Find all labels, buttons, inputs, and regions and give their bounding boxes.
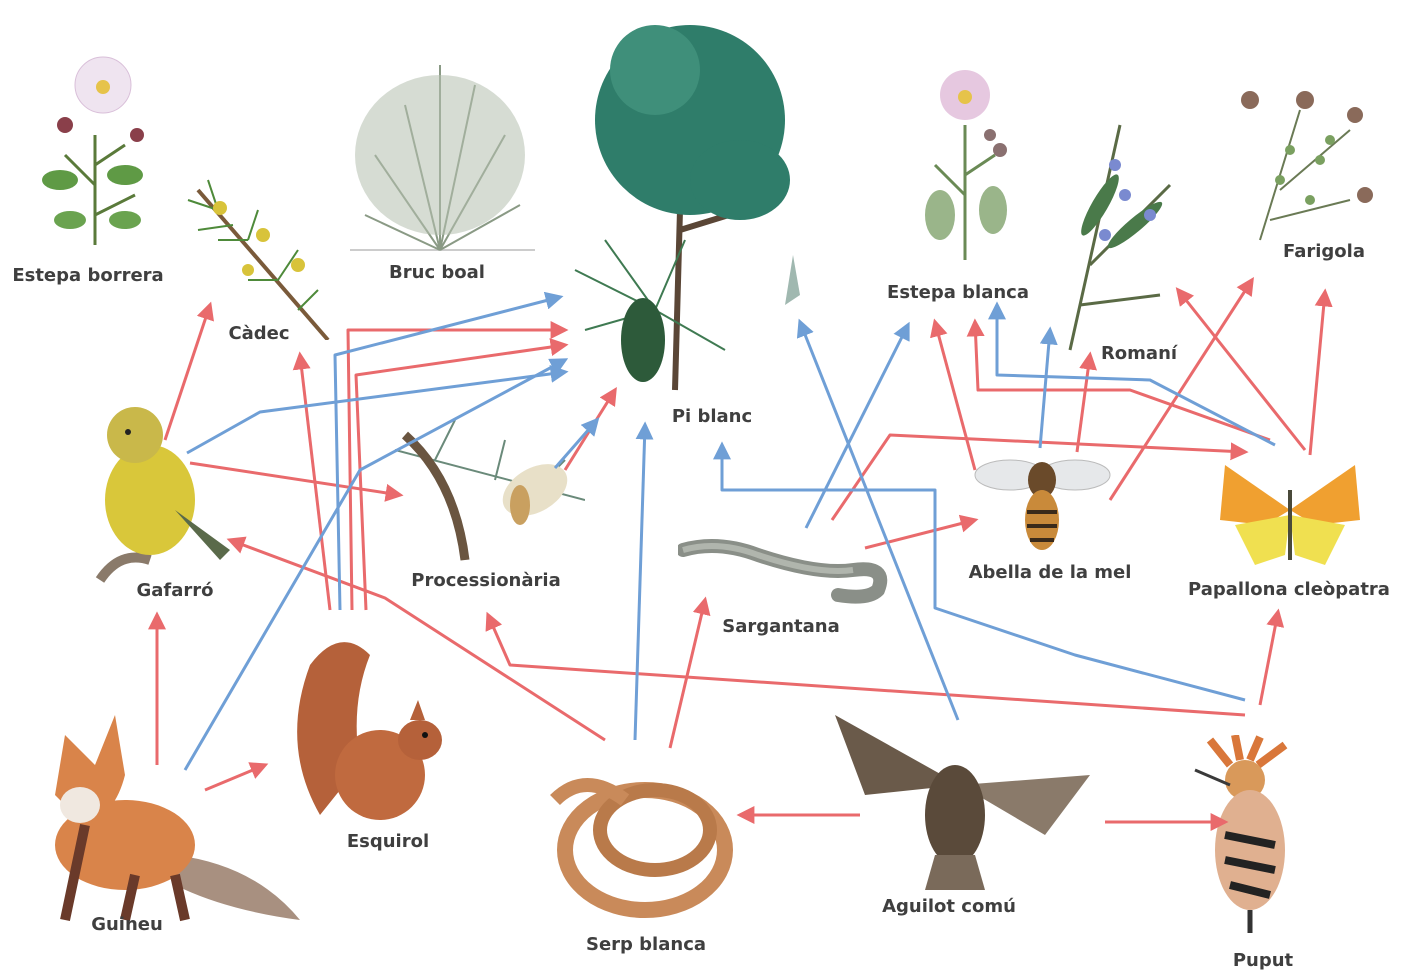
label-gafarro: Gafarró: [136, 580, 213, 601]
label-abella: Abella de la mel: [969, 562, 1132, 583]
red-arrow-1: [190, 463, 400, 495]
red-arrow-9: [670, 600, 705, 748]
red-arrow-0: [165, 305, 210, 440]
red-arrow-15: [1260, 612, 1278, 705]
label-farigola: Farigola: [1283, 241, 1365, 262]
label-roma: Romaní: [1101, 343, 1177, 364]
red-arrow-20: [1310, 292, 1325, 455]
red-arrow-16: [935, 322, 975, 470]
blue-arrow-23: [335, 297, 560, 610]
label-serp: Serp blanca: [586, 934, 706, 955]
blue-arrow-28: [806, 325, 908, 528]
red-arrow-13: [832, 435, 1245, 520]
label-sargantana: Sargantana: [722, 616, 840, 637]
label-puput: Puput: [1233, 950, 1293, 971]
red-arrow-4: [205, 765, 265, 790]
label-estepa-blanca: Estepa blanca: [887, 282, 1029, 303]
blue-arrow-22: [187, 372, 565, 453]
label-estepa-borrera: Estepa borrera: [12, 265, 163, 286]
blue-arrow-26: [635, 425, 645, 740]
label-aguilot: Aguilot comú: [882, 896, 1016, 917]
label-guineu: Guineu: [91, 914, 163, 935]
red-arrow-14: [488, 615, 1245, 715]
label-cadec: Càdec: [228, 323, 289, 344]
red-arrow-17: [1077, 355, 1090, 452]
label-bruc-boal: Bruc boal: [389, 262, 485, 283]
label-pi-blanc: Pi blanc: [672, 406, 752, 427]
blue-arrow-30: [997, 305, 1275, 445]
blue-arrow-25: [555, 420, 597, 468]
label-processionaria: Processionària: [411, 570, 560, 591]
label-papallona: Papallona cleòpatra: [1188, 579, 1390, 600]
label-esquirol: Esquirol: [347, 831, 429, 852]
red-arrow-18: [975, 322, 1270, 440]
